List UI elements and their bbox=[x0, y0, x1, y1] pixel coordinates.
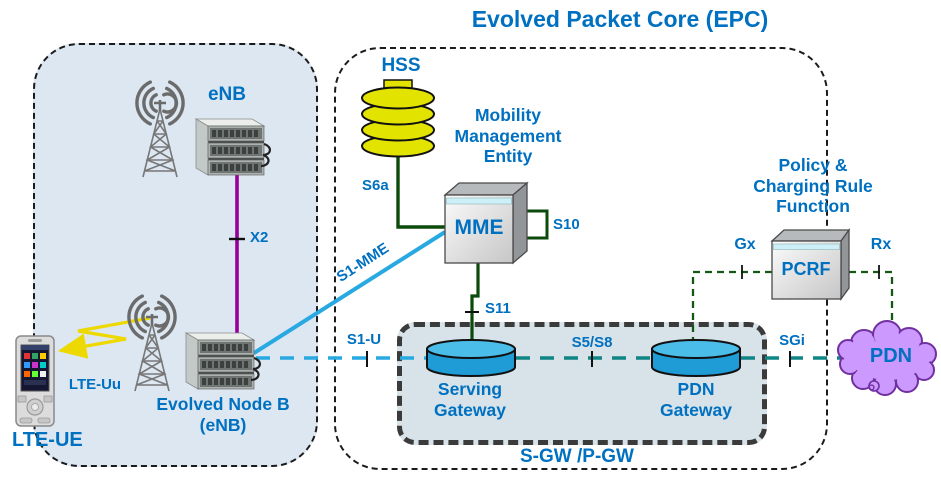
s1-u-link bbox=[256, 351, 426, 367]
eutran-group-box bbox=[33, 43, 318, 467]
sgi-link bbox=[741, 351, 846, 367]
s5-s8-link bbox=[516, 351, 650, 367]
lte-uu-link bbox=[57, 316, 151, 359]
pcrf-box-label: PCRF bbox=[781, 259, 831, 279]
pcrf-caption: Policy & Charging Rule Function bbox=[753, 155, 873, 217]
enb-top-antenna-icon bbox=[135, 80, 185, 179]
s10-link bbox=[527, 209, 549, 240]
lte-ue-label: LTE-UE bbox=[12, 429, 83, 451]
s5-s8-label: S5/S8 bbox=[571, 334, 613, 351]
s1-u-label: S1-U bbox=[346, 331, 382, 348]
serving-gateway-icon bbox=[426, 339, 516, 377]
hss-database-icon bbox=[361, 79, 435, 158]
pdn-gateway-icon bbox=[651, 339, 741, 377]
x2-link bbox=[229, 172, 245, 338]
hss-label: HSS bbox=[381, 55, 421, 76]
gx-link bbox=[691, 265, 772, 341]
diagram-title: Evolved Packet Core (EPC) bbox=[471, 6, 769, 32]
pcrf-node-icon bbox=[770, 228, 851, 301]
mme-node-icon bbox=[443, 181, 529, 265]
sgw-pgw-group-label: S-GW /P-GW bbox=[520, 446, 634, 467]
s6a-link bbox=[396, 154, 445, 229]
mme-box-label: MME bbox=[454, 216, 504, 239]
pdn-cloud-icon bbox=[837, 320, 937, 396]
pdn-cloud-label: PDN bbox=[869, 345, 913, 367]
s10-label: S10 bbox=[553, 216, 580, 233]
s11-label: S11 bbox=[485, 300, 511, 317]
s1-mme-link bbox=[252, 230, 447, 355]
enb-top-server-icon bbox=[194, 117, 272, 177]
enb-bottom-server-icon bbox=[184, 331, 262, 391]
pdn-gateway-label: PDN Gateway bbox=[660, 379, 732, 420]
lte-uu-label: LTE-Uu bbox=[68, 376, 122, 393]
s11-link bbox=[465, 263, 480, 342]
serving-gateway-label: Serving Gateway bbox=[434, 379, 506, 420]
mme-caption: Mobility Management Entity bbox=[454, 105, 562, 167]
s6a-label: S6a bbox=[362, 177, 389, 194]
rx-label: Rx bbox=[870, 236, 892, 253]
ue-phone-icon bbox=[15, 335, 55, 427]
sgi-label: SGi bbox=[779, 332, 805, 349]
enb-bottom-label: Evolved Node B (eNB) bbox=[156, 394, 290, 435]
gx-label: Gx bbox=[734, 236, 756, 253]
x2-label: X2 bbox=[250, 229, 269, 246]
rx-link bbox=[849, 265, 894, 331]
enb-bottom-antenna-icon bbox=[127, 294, 177, 393]
enb-top-label: eNB bbox=[207, 84, 247, 105]
